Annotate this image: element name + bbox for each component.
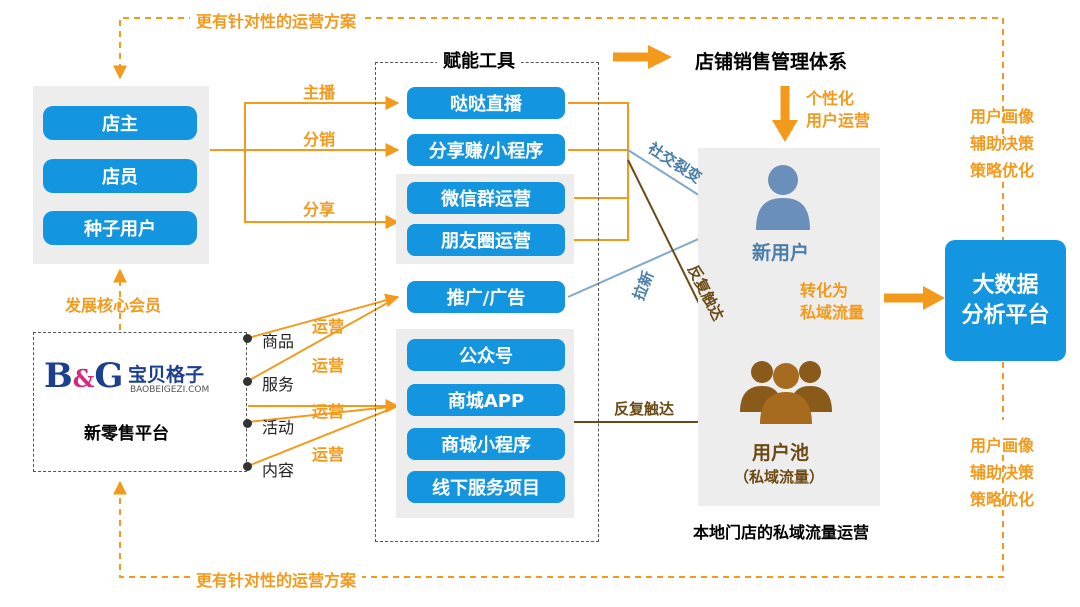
tool-official-account[interactable]: 公众号 <box>407 339 565 371</box>
user-pool-sub: （私域流量） <box>734 468 825 486</box>
store-title: 店铺销售管理体系 <box>695 51 848 73</box>
tool-mall-miniapp[interactable]: 商城小程序 <box>407 428 565 460</box>
edge-label-distribute: 分销 <box>303 130 336 149</box>
ops-label-4: 运营 <box>312 445 345 464</box>
ops-label-3: 运营 <box>312 402 345 421</box>
ops-item-activity: 活动 <box>262 418 295 437</box>
platform-label: 新零售平台 <box>84 424 169 444</box>
bigdata-platform[interactable]: 大数据分析平台 <box>945 240 1066 361</box>
tool-mall-app[interactable]: 商城APP <box>407 384 565 416</box>
feedback-label-bottom: 更有针对性的运营方案 <box>190 567 363 591</box>
brand-url: BAOBEIGEZI.COM <box>130 385 210 395</box>
develop-label: 发展核心会员 <box>65 296 162 315</box>
role-staff[interactable]: 店员 <box>43 159 197 193</box>
feedback-loop-bottom <box>113 455 1004 578</box>
tool-wechat-group[interactable]: 微信群运营 <box>407 182 565 214</box>
brand-logo: B&G <box>44 356 124 396</box>
feedback-loop-top <box>113 17 1004 145</box>
tool-ads[interactable]: 推广/广告 <box>407 281 565 313</box>
ops-label-2: 运营 <box>312 356 345 375</box>
store-caption: 本地门店的私域流量运营 <box>693 523 870 542</box>
role-owner[interactable]: 店主 <box>43 106 197 140</box>
ops-item-content: 内容 <box>262 461 295 480</box>
convert-label: 转化为私域流量 <box>800 281 865 322</box>
tools-title: 赋能工具 <box>437 47 521 73</box>
role-seed-user[interactable]: 种子用户 <box>43 211 197 245</box>
repeat-touch-label: 反复触达 <box>614 400 675 418</box>
tool-live[interactable]: 哒哒直播 <box>407 87 565 119</box>
ops-item-service: 服务 <box>262 375 295 394</box>
tool-offline-service[interactable]: 线下服务项目 <box>407 471 565 503</box>
ops-item-goods: 商品 <box>262 332 295 351</box>
ops-label-1: 运营 <box>312 317 345 336</box>
brand-name: 宝贝格子 <box>128 364 205 386</box>
tool-moments[interactable]: 朋友圈运营 <box>407 224 565 256</box>
new-user-label: 新用户 <box>752 242 810 264</box>
personal-ops-label: 个性化用户运营 <box>806 89 871 130</box>
new-user-icon <box>756 165 810 230</box>
tool-share-miniapp[interactable]: 分享赚/小程序 <box>407 134 565 166</box>
user-pool-icon <box>740 361 832 424</box>
right-notes-bottom: 用户画像辅助决策策略优化 <box>970 436 1035 509</box>
edge-label-share: 分享 <box>303 200 336 219</box>
brand-box <box>33 332 247 472</box>
edge-label-live: 主播 <box>303 83 336 102</box>
right-notes-top: 用户画像辅助决策策略优化 <box>970 107 1035 180</box>
user-pool-label: 用户池 <box>752 442 810 464</box>
feedback-label-top: 更有针对性的运营方案 <box>190 8 363 32</box>
